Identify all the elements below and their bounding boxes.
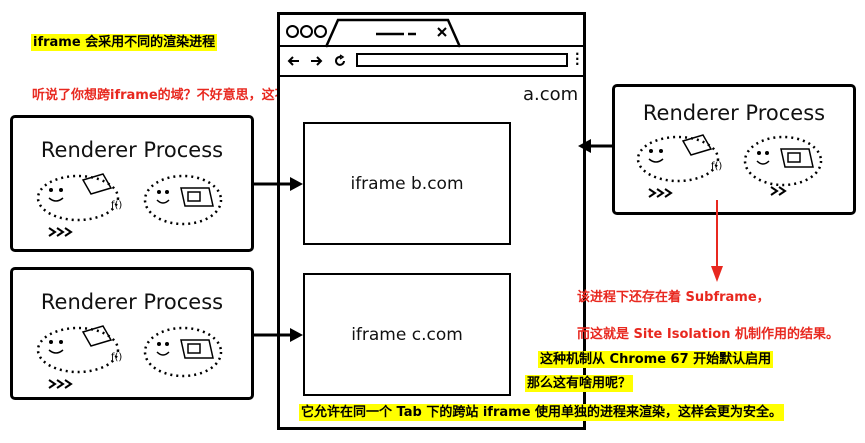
browser-window: ··· bbox=[277, 12, 586, 430]
site-isolation-note: 而这就是 Site Isolation 机制作用的结果。 bbox=[577, 327, 840, 342]
arrow-process-a-to-browser bbox=[578, 139, 612, 153]
iframe-c-box: iframe c.com bbox=[303, 273, 511, 396]
renderer-process-a: Renderer Process f() bbox=[612, 84, 856, 215]
iframe-b-label: iframe b.com bbox=[350, 173, 464, 194]
svg-text:f(): f() bbox=[711, 161, 722, 172]
origin-label: a.com bbox=[523, 84, 579, 105]
renderer-process-c: Renderer Process f() bbox=[10, 267, 254, 400]
iframe-b-box: iframe b.com bbox=[303, 122, 511, 245]
renderer-process-c-label: Renderer Process bbox=[40, 290, 224, 314]
iframe-process-note: iframe 会采用不同的渲染进程 bbox=[31, 34, 218, 51]
svg-text:f(): f() bbox=[111, 200, 122, 211]
arrow-process-b-to-iframe-b bbox=[254, 177, 303, 191]
reload-icon[interactable] bbox=[334, 54, 346, 67]
browser-tab-bar bbox=[280, 15, 583, 48]
renderer-process-b-label: Renderer Process bbox=[40, 138, 224, 162]
conclusion-note: 它允许在同一个 Tab 下的跨站 iframe 使用单独的进程来渲染，这样会更为… bbox=[299, 404, 785, 421]
svg-text:f(): f() bbox=[111, 352, 122, 363]
arrow-process-c-to-iframe-c bbox=[254, 328, 303, 342]
what-use-note: 那么这有啥用呢？ bbox=[525, 375, 634, 392]
renderer-process-a-label: Renderer Process bbox=[642, 101, 826, 125]
renderer-worker-doodle: f() bbox=[36, 325, 223, 389]
window-maximize-dot[interactable] bbox=[314, 25, 327, 38]
address-bar[interactable] bbox=[356, 53, 568, 67]
browser-tab[interactable] bbox=[324, 18, 464, 48]
renderer-worker-doodle: f() bbox=[36, 173, 223, 237]
chrome67-note: 这种机制从 Chrome 67 开始默认启用 bbox=[538, 351, 774, 368]
tab-close-icon[interactable] bbox=[437, 27, 447, 37]
browser-toolbar: ··· bbox=[280, 47, 583, 77]
iframe-c-label: iframe c.com bbox=[351, 324, 463, 345]
forward-arrow-icon[interactable] bbox=[310, 56, 323, 66]
red-pointer-arrow bbox=[711, 200, 723, 282]
back-arrow-icon[interactable] bbox=[287, 56, 300, 66]
subframe-note: 该进程下还存在着 Subframe， bbox=[577, 290, 770, 305]
kebab-menu-icon[interactable]: ··· bbox=[575, 47, 580, 71]
renderer-process-b: Renderer Process f() bbox=[10, 115, 254, 252]
window-minimize-dot[interactable] bbox=[300, 25, 313, 38]
window-close-dot[interactable] bbox=[286, 25, 299, 38]
renderer-worker-doodle: f() bbox=[636, 134, 823, 198]
